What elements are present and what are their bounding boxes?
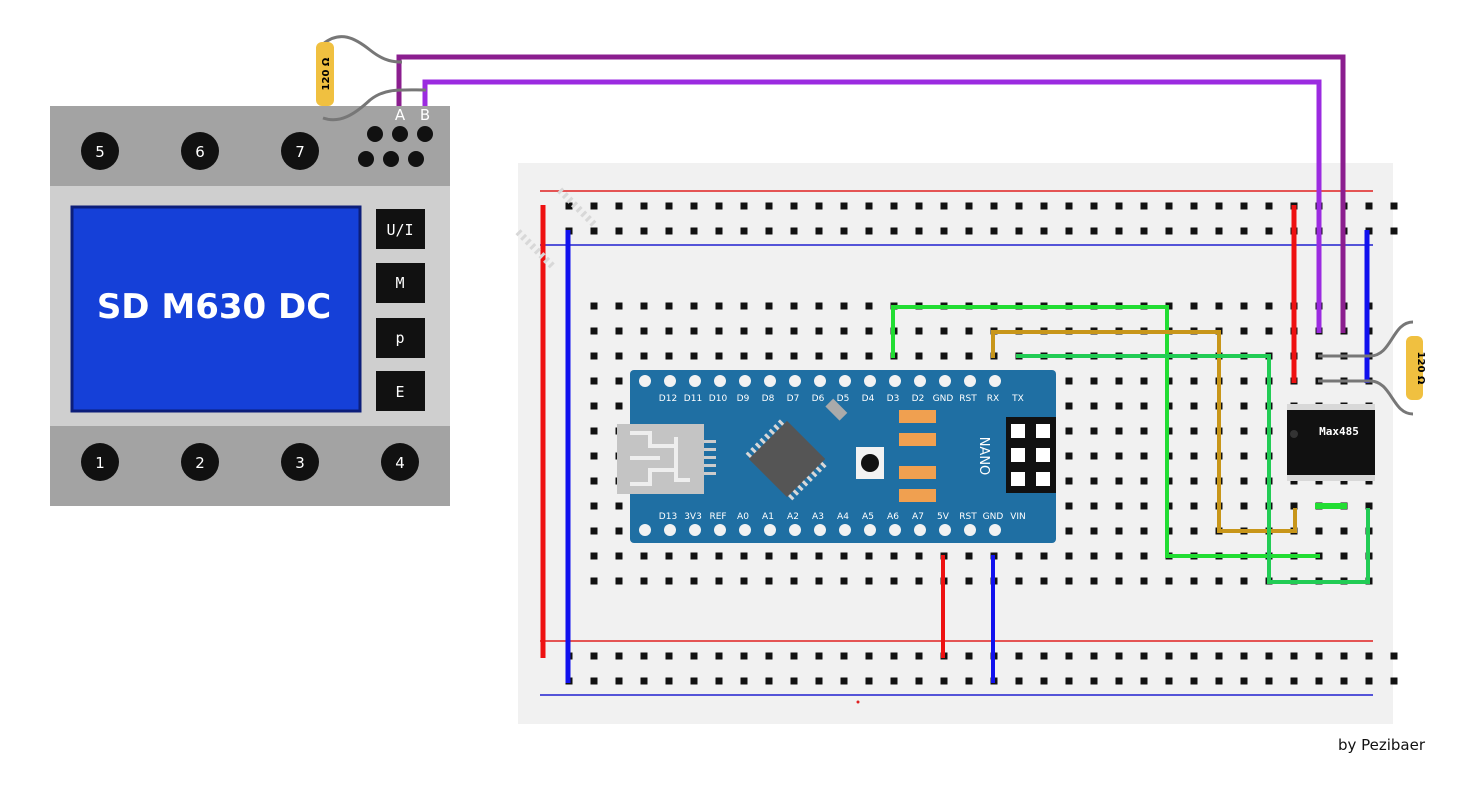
nano-pin-label: D12 (659, 394, 677, 404)
reset-button (861, 454, 879, 472)
nano-pin-label: D6 (812, 394, 825, 404)
terminal-label: 1 (95, 454, 105, 472)
resistor-left-label: 120 Ω (321, 57, 332, 90)
crystal (825, 398, 848, 421)
meter-button-label: E (395, 383, 404, 401)
meter-button-label: M (395, 274, 404, 292)
resistor-right-lead-top (1318, 320, 1414, 358)
resistor-right-body (1406, 336, 1423, 400)
nano-pin-label: A4 (837, 512, 849, 522)
wire-green-d3 (891, 305, 1320, 558)
nano-pin-label: D4 (862, 394, 875, 404)
nano-pin-label: D8 (762, 394, 775, 404)
energy-meter: SD M630 DC 5 6 7 1 2 3 4 U/I M p (50, 106, 450, 506)
usb-trace (630, 431, 690, 486)
terminal-label: 2 (195, 454, 205, 472)
max485-chip: Max485 (1287, 404, 1375, 481)
meter-bottom-terminals: 1 2 3 4 (81, 443, 419, 481)
wire-bus-a (396, 54, 1346, 333)
wire-ochre-d2 (991, 330, 1297, 533)
nano-board (630, 370, 1056, 543)
resistor-left-lead-top (322, 35, 403, 64)
nano-pin-label: A0 (737, 512, 749, 522)
max485-body (1287, 409, 1375, 476)
meter-button-p[interactable] (376, 318, 425, 358)
terminal-2-icon (181, 443, 219, 481)
terminal-label: 7 (295, 143, 305, 161)
nano-pin-label: RX (987, 394, 999, 404)
nano-pins (639, 375, 1001, 536)
nano-pin-label: GND (933, 394, 954, 404)
meter-button-label: U/I (386, 221, 413, 239)
max485-pins-bottom (1287, 475, 1375, 481)
terminal-label: 6 (195, 143, 205, 161)
nano-pin-label: D9 (737, 394, 750, 404)
nano-pin-label: D10 (709, 394, 728, 404)
terminal-label: 4 (395, 454, 405, 472)
max485-label: Max485 (1319, 425, 1359, 438)
nano-pin-label: A6 (887, 512, 899, 522)
resistor-right-lead-bottom (1318, 379, 1414, 416)
nano-pin-label: D3 (887, 394, 900, 404)
meter-button-ui[interactable] (376, 209, 425, 249)
nano-pin-label: D11 (684, 394, 702, 404)
terminal-4-icon (381, 443, 419, 481)
meter-buttons: U/I M p E (376, 209, 425, 411)
resistor-left-lead-bottom (322, 88, 427, 122)
nano-pin-label: D2 (912, 394, 925, 404)
nano-pin-label: 3V3 (684, 512, 702, 522)
nano-pin-label: VIN (1010, 512, 1026, 522)
nano-pin-label: RST (959, 394, 977, 404)
meter-display (70, 205, 362, 413)
nano-pin-label: D7 (787, 394, 800, 404)
meter-top-terminals: 5 6 7 (81, 132, 319, 170)
meter-button-e[interactable] (376, 371, 425, 411)
meter-button-m[interactable] (376, 263, 425, 303)
nano-pin-label: A2 (787, 512, 799, 522)
nano-pin-label: D13 (659, 512, 677, 522)
resistor-right-label: 120 Ω (1415, 352, 1426, 385)
nano-pin-label: 5V (937, 512, 950, 522)
nano-pin-label: A7 (912, 512, 924, 522)
terminal-7-icon (281, 132, 319, 170)
bus-label-a: A (395, 106, 406, 124)
nano-pin-label: TX (1011, 394, 1024, 404)
resistor-left: 120 Ω (316, 35, 427, 122)
nano-pin-label: D5 (837, 394, 850, 404)
nano-pin-label: A5 (862, 512, 874, 522)
red-dot (856, 700, 860, 704)
terminal-3-icon (281, 443, 319, 481)
terminal-label: 5 (95, 143, 105, 161)
nano-pin-label: REF (709, 512, 726, 522)
meter-display-text: SD M630 DC (97, 287, 331, 327)
nano-pin-label: A1 (762, 512, 774, 522)
credit-text: by Pezibaer (1337, 736, 1425, 754)
icsp-pins (1011, 424, 1050, 486)
meter-button-label: p (395, 329, 404, 347)
smd-components (899, 410, 936, 502)
terminal-1-icon (81, 443, 119, 481)
terminal-6-icon (181, 132, 219, 170)
resistor-left-body (316, 42, 334, 106)
resistor-right: 120 Ω (1318, 320, 1426, 416)
nano-pin-label: A3 (812, 512, 824, 522)
nano-label: NANO (976, 437, 991, 476)
max485-pins-top (1287, 404, 1375, 410)
terminal-label: 3 (295, 454, 305, 472)
nano-pin-label: RST (959, 512, 977, 522)
usb-pins (704, 440, 716, 475)
nano-top-pin-labels: D12 D11 D10 D9 D8 D7 D6 D5 D4 D3 D2 GND RST RX TX (659, 394, 1024, 404)
max485-notch (1290, 430, 1298, 438)
terminal-5-icon (81, 132, 119, 170)
mcu-body (748, 420, 826, 498)
microcontroller (515, 187, 827, 501)
bus-label-b: B (420, 106, 430, 124)
nano-bottom-pin-labels: D13 3V3 REF A0 A1 A2 A3 A4 A5 A6 A7 5V RST GND VIN (659, 512, 1026, 522)
wire-green-rx (1016, 354, 1370, 584)
meter-bus-connector: A B (358, 106, 433, 167)
nano-pin-label: GND (983, 512, 1004, 522)
